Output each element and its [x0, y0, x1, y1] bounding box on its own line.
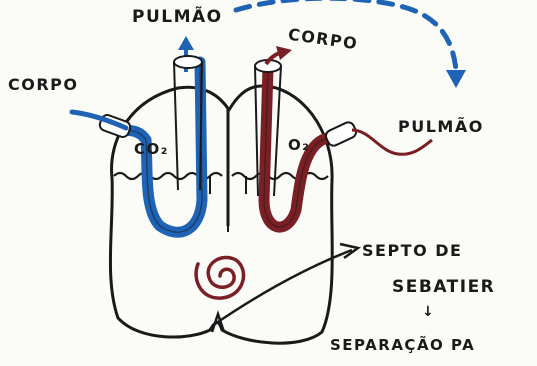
label-septo-line1: SEPTO DE: [362, 241, 462, 260]
septo-pointer-arrow: [212, 244, 358, 326]
venous-tube-opening: [174, 56, 202, 68]
spiral-icon: [196, 257, 243, 298]
label-septo-line2: SEBATIER: [392, 277, 495, 297]
label-corpo-top: CORPO: [287, 25, 359, 54]
label-co2: CO₂: [134, 140, 169, 158]
label-separacao: SEPARAÇÃO PA: [330, 335, 475, 354]
label-pulmao-left: PULMÃO: [132, 4, 223, 27]
label-small-arrow: ↓: [422, 304, 435, 320]
label-pulmao-right: PULMÃO: [398, 117, 484, 136]
red-arrow-up-icon: [266, 46, 292, 64]
venous-inlet: [72, 112, 132, 139]
label-corpo-left: CORPO: [8, 75, 79, 94]
label-o2: O₂: [288, 136, 310, 154]
